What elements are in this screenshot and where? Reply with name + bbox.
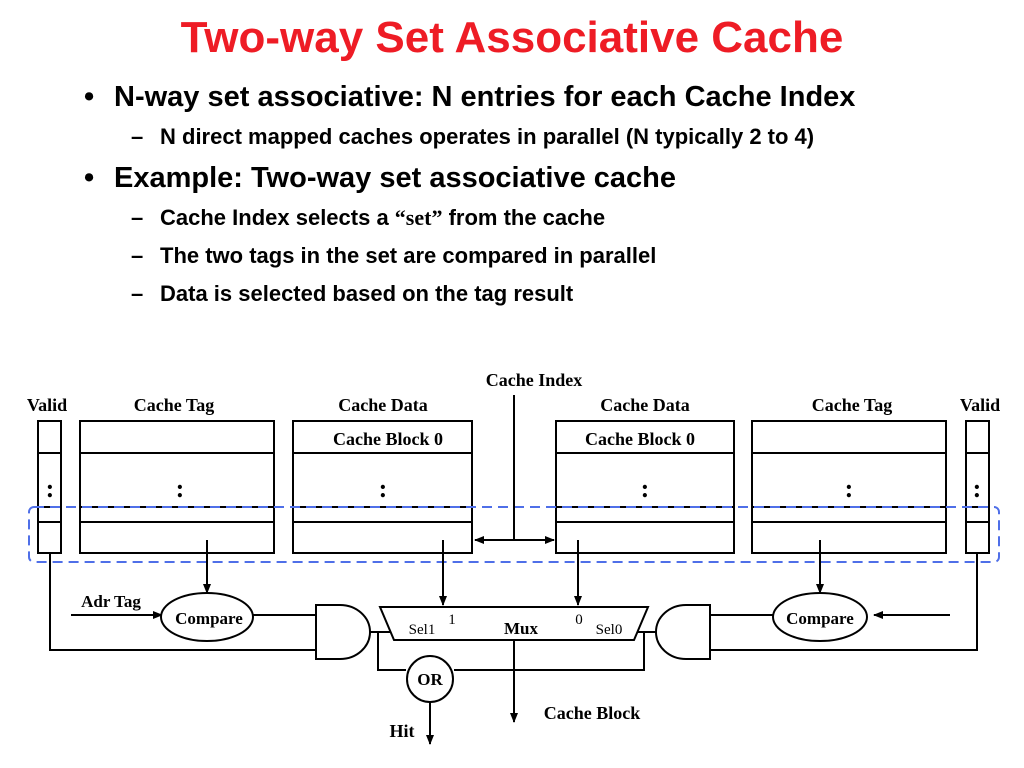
or-gate (406, 655, 454, 703)
cache-block-output-label: Cache Block (544, 703, 641, 723)
compare-right-label: Compare (786, 609, 854, 628)
slide-title: Two-way Set Associative Cache (180, 13, 844, 62)
sel1-label: Sel1 (409, 622, 436, 638)
mux-label: Mux (504, 619, 539, 638)
sub-bullet-marker: – (131, 205, 144, 230)
cache-tag-label-left: Cache Tag (134, 395, 215, 415)
cache-data-array-right (555, 420, 735, 554)
sub-bullet-text: Cache Index selects a (160, 205, 395, 230)
bullet-item-n-way: N-way set associative: N entries for eac… (114, 81, 856, 113)
adr-tag-label: Adr Tag (81, 592, 141, 611)
ellipsis: : (46, 474, 55, 503)
compare-left (160, 592, 254, 642)
or-label: OR (417, 670, 443, 689)
cache-data-array-left (292, 420, 473, 554)
sub-bullet-marker: – (131, 124, 144, 149)
valid-label-left: Valid (27, 395, 67, 415)
sub-bullet-text: from the cache (442, 205, 606, 230)
cache-tag-label-right: Cache Tag (812, 395, 893, 415)
cache-index-label: Cache Index (486, 370, 583, 390)
cache-block0-left: Cache Block 0 (333, 429, 443, 449)
sub-bullet-cache-index-selects: Cache Index selects a “set” from the cac… (160, 205, 605, 231)
ellipsis: : (845, 474, 854, 503)
ellipsis: : (641, 474, 650, 503)
bullet-item-example: Example: Two-way set associative cache (114, 162, 677, 194)
compare-right (772, 592, 868, 642)
cache-data-label-left: Cache Data (338, 395, 427, 415)
quoted-set: “set” (394, 205, 443, 230)
sel0-label: Sel0 (596, 622, 623, 638)
hit-label: Hit (390, 721, 415, 741)
bullet-marker: • (84, 162, 95, 194)
valid-label-right: Valid (960, 395, 1000, 415)
and-gate-right (655, 604, 711, 660)
ellipsis: : (973, 474, 982, 503)
cache-tag-array-left (79, 420, 275, 554)
sub-bullet-two-tags: The two tags in the set are compared in … (160, 243, 657, 268)
sub-bullet-marker: – (131, 281, 144, 306)
sub-bullet-marker: – (131, 243, 144, 268)
sub-bullet-n-direct: N direct mapped caches operates in paral… (160, 124, 815, 149)
mux-input-1: 1 (448, 612, 456, 628)
bullet-marker: • (84, 81, 95, 113)
cache-block0-right: Cache Block 0 (585, 429, 695, 449)
compare-left-label: Compare (175, 609, 243, 628)
cache-data-label-right: Cache Data (600, 395, 689, 415)
mux (378, 606, 650, 641)
mux-input-0: 0 (575, 612, 583, 628)
ellipsis: : (379, 474, 388, 503)
sub-bullet-data-selected: Data is selected based on the tag result (160, 281, 574, 306)
and-gate-left (315, 604, 371, 660)
cache-tag-array-right (751, 420, 947, 554)
ellipsis: : (176, 474, 185, 503)
